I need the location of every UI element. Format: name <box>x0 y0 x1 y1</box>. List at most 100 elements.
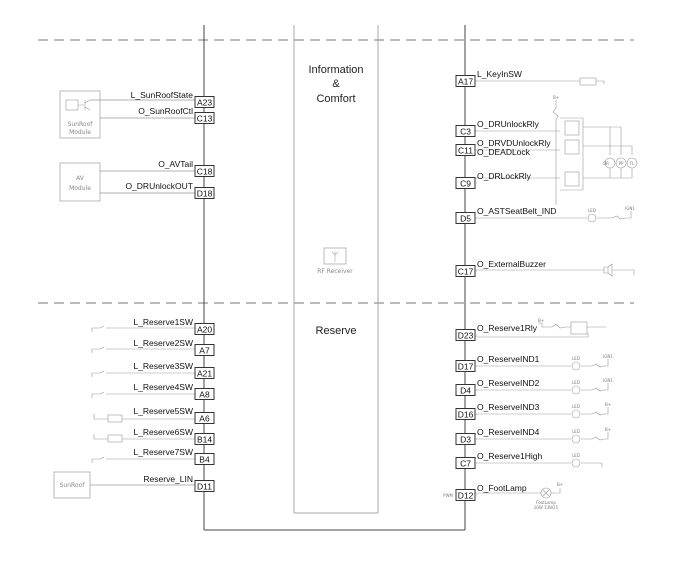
pin-label: C7 <box>460 459 471 469</box>
pin-label: C3 <box>460 127 471 137</box>
section-title-reserve: Reserve <box>316 325 357 337</box>
unlock-relay-icon <box>564 120 580 136</box>
pin-label: D5 <box>460 214 471 224</box>
pin-label: A8 <box>199 390 210 400</box>
pin-label: D3 <box>460 435 471 445</box>
rf-receiver: RF Receiver <box>317 247 353 275</box>
pin-label: C13 <box>197 114 213 124</box>
lock-relay-icon <box>564 171 580 187</box>
pin-label: D4 <box>460 386 471 396</box>
section-title-info-2: & <box>332 78 340 90</box>
signal-label: O_Reserve1Rly <box>477 323 538 333</box>
svg-text:LED: LED <box>572 404 580 409</box>
pin-label: B4 <box>199 455 210 465</box>
svg-text:IGN1: IGN1 <box>625 206 635 211</box>
reserve-relay-icon <box>570 321 588 335</box>
signal-label: L_Reserve2SW <box>133 338 193 348</box>
pin-box <box>194 344 215 356</box>
pin-d18: D18 O_DRUnlockOUT <box>125 181 215 199</box>
pin-box <box>194 367 215 379</box>
signal-label: O_ASTSeatBelt_IND <box>477 206 556 216</box>
signal-label: L_Reserve7SW <box>133 447 193 457</box>
svg-text:B+: B+ <box>605 402 611 407</box>
svg-text:PP: PP <box>619 161 624 166</box>
pin-label: D23 <box>458 331 474 341</box>
svg-text:B+: B+ <box>553 95 559 100</box>
pin-d4: D4 O_ReserveIND2 <box>455 378 540 396</box>
pin-box <box>194 433 215 445</box>
svg-text:RF Receiver: RF Receiver <box>317 268 353 275</box>
pin-label: D17 <box>458 362 474 372</box>
right-bottom-pins: D23O_Reserve1RlyD17O_ReserveIND1D4O_Rese… <box>443 323 542 501</box>
pin-label: A17 <box>458 77 473 87</box>
reserve-high-led-icon <box>571 458 581 468</box>
pin-label: B14 <box>197 435 212 445</box>
svg-text:B+: B+ <box>605 427 611 432</box>
pin-label: D11 <box>197 482 212 492</box>
pin-box <box>194 453 215 465</box>
pin-a8: A8 L_Reserve4SW <box>133 382 215 400</box>
pin-b14: B14 L_Reserve6SW <box>133 427 215 445</box>
pin-a20: A20 L_Reserve1SW <box>133 317 215 335</box>
pin-c3: C3O_DRUnlockRly <box>455 119 540 137</box>
pin-b4: B4 L_Reserve7SW <box>133 447 215 465</box>
svg-text:IGN1: IGN1 <box>603 378 613 383</box>
signal-label: L_Reserve1SW <box>133 317 193 327</box>
pin-box <box>194 323 215 335</box>
function-block <box>293 25 379 514</box>
pin-box <box>194 165 215 177</box>
signal-label: Reserve_LIN <box>143 474 193 484</box>
pin-a7: A7L_Reserve2SW <box>133 338 215 356</box>
svg-text:AV: AV <box>76 175 85 182</box>
svg-text:10W 13W21: 10W 13W21 <box>534 505 559 510</box>
seatbelt-led-icon <box>587 213 597 223</box>
pin-label: C17 <box>458 267 474 277</box>
reserve-led1-icon <box>571 361 581 371</box>
svg-text:Module: Module <box>69 185 91 192</box>
pin-label: D18 <box>197 189 213 199</box>
reserve-led3-icon <box>571 409 581 419</box>
pin-a6: A6L_Reserve5SW <box>133 406 215 424</box>
svg-text:LED: LED <box>588 208 596 213</box>
signal-label: O_Reserve1High <box>477 451 542 461</box>
pin-label: C18 <box>197 167 213 177</box>
signal-label: L_Reserve5SW <box>133 406 193 416</box>
left-reserve-switches <box>91 325 195 463</box>
svg-text:LED: LED <box>572 429 580 434</box>
signal-label: O_ReserveIND2 <box>477 378 540 388</box>
reserve-led2-icon <box>571 385 581 395</box>
signal-label: O_ReserveIND4 <box>477 427 540 437</box>
signal-label: O_AVTail <box>158 159 193 169</box>
svg-text:LED: LED <box>572 356 580 361</box>
pin-c18: C18 O_AVTail <box>158 159 215 177</box>
signal-label: O_FootLamp <box>477 483 527 493</box>
svg-text:SunRoof: SunRoof <box>68 121 94 128</box>
pin-label: A20 <box>197 325 212 335</box>
buzzer-icon <box>603 263 613 277</box>
signal-label: O_DRUnlockOUT <box>125 181 193 191</box>
reserve-led4-icon <box>571 434 581 444</box>
pin-box <box>194 388 215 400</box>
svg-text:B+: B+ <box>538 318 544 323</box>
section-title-info-3: Comfort <box>316 93 355 105</box>
section-title-info-1: Information <box>308 64 363 76</box>
pin-box <box>194 96 215 108</box>
signal-label: O_ExternalBuzzer <box>477 259 546 269</box>
svg-text:Module: Module <box>69 129 91 136</box>
svg-text:FootLamp: FootLamp <box>536 500 556 505</box>
pin-box <box>194 412 215 424</box>
pin-c7: C7 O_Reserve1High <box>455 451 542 469</box>
signal-label: L_Reserve6SW <box>133 427 193 437</box>
right-circuits <box>474 77 638 499</box>
signal-label: L_Reserve4SW <box>133 382 193 392</box>
